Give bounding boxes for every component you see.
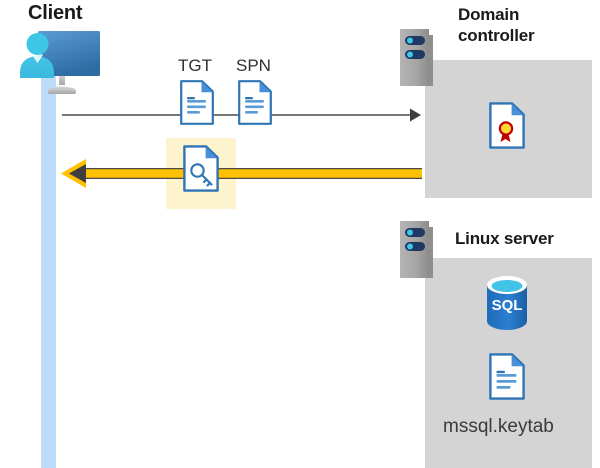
keytab-document-icon (489, 353, 525, 400)
linux-server-icon (400, 221, 433, 278)
tgt-document-icon (180, 80, 214, 125)
svg-text:SQL: SQL (492, 297, 523, 314)
client-title: Client (28, 2, 83, 24)
domain-controller-title-line1: Domain (458, 5, 520, 24)
domain-controller-title: Domain controller (458, 4, 598, 46)
sql-database-icon: SQL (484, 276, 530, 330)
client-lifeline (41, 62, 56, 468)
ticket-key-document-icon (183, 145, 219, 192)
linux-server-title: Linux server (455, 229, 554, 248)
spn-document-icon (238, 80, 272, 125)
certificate-document-icon (489, 102, 525, 149)
client-workstation-icon (20, 26, 104, 102)
tgt-label: TGT (178, 56, 212, 75)
spn-label: SPN (236, 56, 271, 75)
request-arrow-icon (62, 106, 422, 124)
ticket-arrow-icon (60, 156, 422, 192)
domain-controller-server-icon (400, 29, 433, 86)
domain-controller-title-line2: controller (458, 26, 535, 45)
keytab-filename-label: mssql.keytab (443, 416, 554, 437)
